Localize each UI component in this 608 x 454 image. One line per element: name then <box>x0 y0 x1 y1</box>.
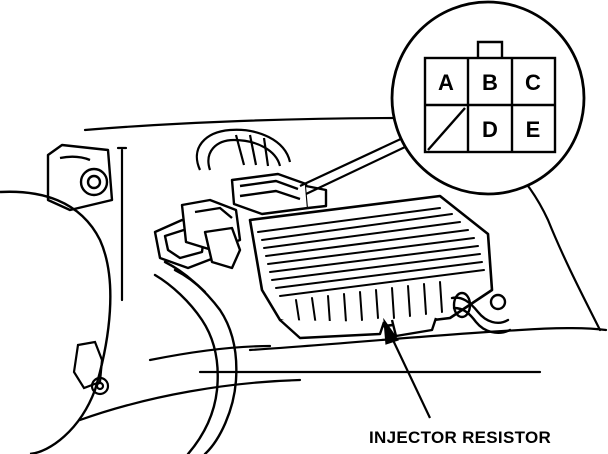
strut-tower <box>0 143 114 454</box>
resistor-output-wire <box>450 291 512 334</box>
injector-resistor-body <box>248 194 494 336</box>
callout-arrow <box>383 317 431 419</box>
pin-e-label: E <box>526 117 541 142</box>
pin-b-label: B <box>482 70 498 95</box>
hose-loop <box>195 128 292 171</box>
pin-c-label: C <box>525 70 541 95</box>
pin-a-label: A <box>438 70 454 95</box>
injector-resistor-label: INJECTOR RESISTOR <box>369 428 551 447</box>
resistor-cooling-fins <box>257 207 485 297</box>
resistor-mounting-base <box>279 317 438 340</box>
top-connector <box>230 172 328 216</box>
left-connector-cluster <box>153 198 242 270</box>
pin-d-label: D <box>482 117 498 142</box>
lower-left-bracket <box>72 340 110 396</box>
connector-pinout-inset <box>390 0 586 196</box>
wire-harness <box>153 260 238 454</box>
